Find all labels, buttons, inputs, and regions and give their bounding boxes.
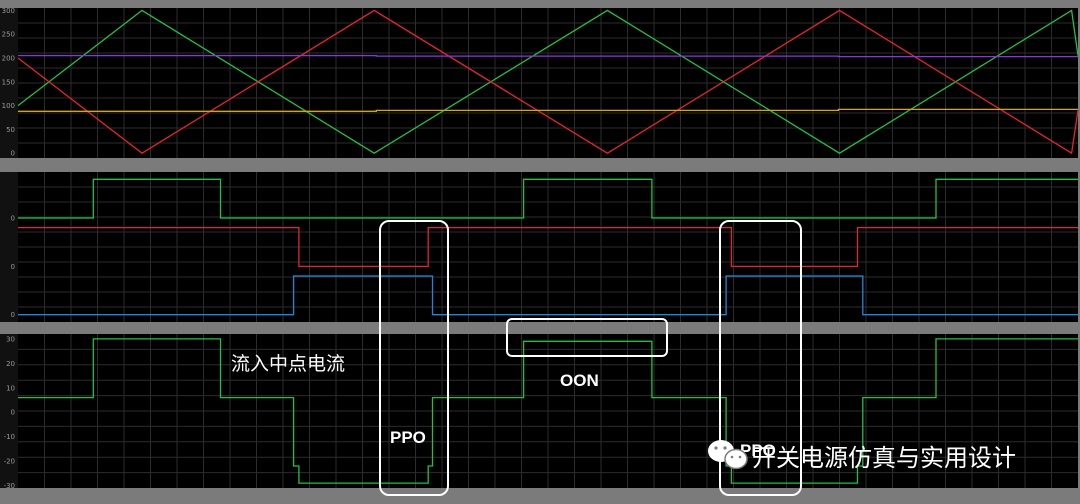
series-line-3 [18, 54, 1078, 58]
watermark-text: 开关电源仿真与实用设计 [752, 444, 1016, 472]
y-tick-label: 200 [2, 55, 15, 63]
y-tick-label: 100 [2, 102, 15, 110]
series-line-3 [18, 275, 1078, 316]
ppo-label-2: PPO [740, 441, 776, 460]
y-tick-label: 10 [6, 384, 15, 392]
axis-gutter [0, 8, 18, 158]
series-line-4 [18, 108, 1078, 112]
series-line-1 [17, 9, 1079, 154]
y-tick-label: 0 [11, 214, 15, 222]
series-line-2 [17, 9, 1079, 155]
y-tick-label: 300 [2, 7, 15, 15]
ppo-label-1: PPO [390, 428, 426, 447]
oon-label: OON [560, 371, 599, 390]
axis-gutter [0, 172, 18, 322]
watermark: 开关电源仿真与实用设计 [708, 440, 1016, 472]
neutral-current-label: 流入中点电流 [231, 353, 345, 375]
y-tick-label: 50 [6, 126, 15, 134]
y-tick-label: 250 [2, 31, 15, 39]
y-tick-label: -30 [4, 482, 15, 490]
y-tick-label: 0 [11, 409, 15, 417]
y-tick-label: 0 [11, 150, 15, 158]
series-line-1 [18, 178, 1078, 219]
series-line-1 [18, 338, 1078, 484]
y-tick-label: -20 [4, 458, 15, 466]
panel-gate-signals: 0 0 0 [0, 172, 1078, 322]
ppo-highlight-box-1 [379, 220, 449, 496]
y-tick-label: 30 [6, 335, 15, 343]
y-tick-label: -10 [4, 433, 15, 441]
wechat-logo-icon [708, 440, 748, 470]
y-tick-label: 20 [6, 360, 15, 368]
panel-neutral-point-current: 30 20 10 0 -10 -20 -30 [0, 334, 1078, 490]
panel-carrier-and-modulation: 0 50 100 150 200 250 300 [0, 7, 1079, 158]
axis-gutter [0, 334, 18, 488]
series-line-2 [18, 226, 1078, 268]
y-tick-label: 0 [11, 311, 15, 319]
y-tick-label: 0 [11, 263, 15, 271]
ppo-highlight-box-2 [719, 220, 802, 496]
oon-highlight-box [506, 318, 668, 357]
y-tick-label: 150 [2, 78, 15, 86]
